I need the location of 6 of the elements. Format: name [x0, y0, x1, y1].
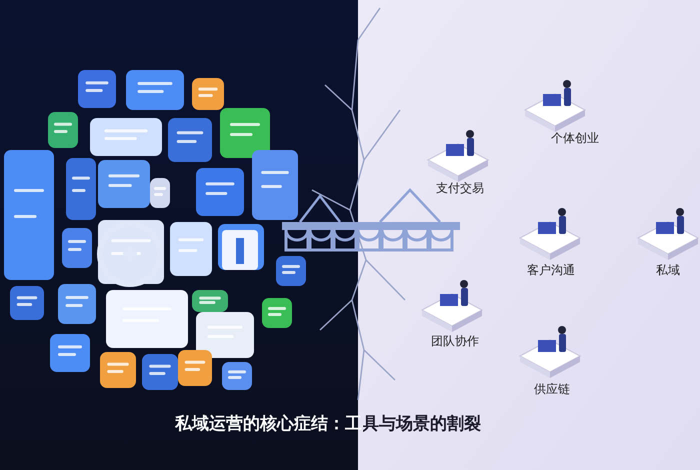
scene-label: 客户沟通: [527, 262, 575, 279]
scene-label: 团队协作: [431, 333, 479, 350]
scene-label: 支付交易: [436, 180, 484, 197]
scene-label: 私域: [656, 262, 680, 279]
scene-label: 个体创业: [551, 130, 599, 147]
scene-label: 供应链: [534, 381, 570, 398]
